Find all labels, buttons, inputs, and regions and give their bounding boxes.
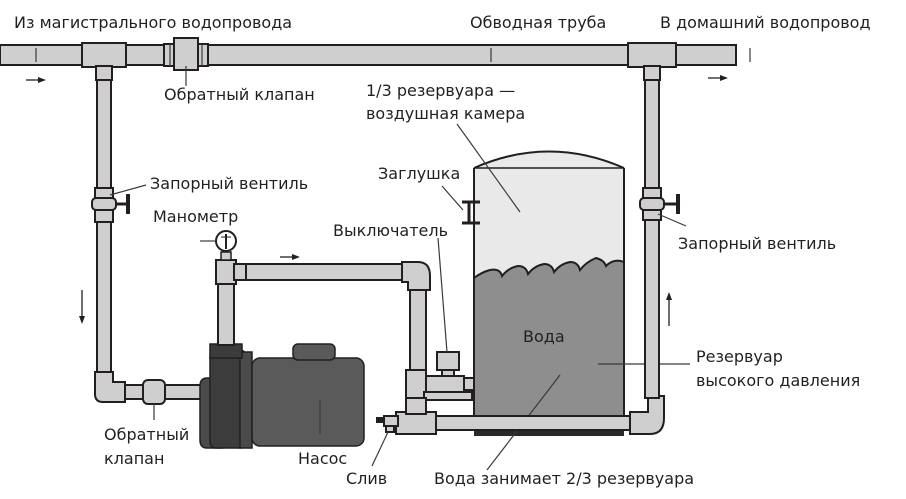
- shutoff-valve-right: [639, 187, 680, 221]
- label-air-chamber-1: 1/3 резервуара —: [366, 81, 515, 100]
- bypass-pipe: [207, 44, 629, 66]
- tank-plug: [462, 200, 480, 225]
- label-main-supply: Из магистрального водопровода: [14, 13, 292, 32]
- tee-fitting-right-stem: [643, 65, 661, 81]
- check-valve-bottom: [142, 379, 166, 405]
- label-pump: Насос: [298, 449, 347, 468]
- valve-handle-icon: [126, 194, 130, 214]
- label-tank-2: высокого давления: [696, 371, 860, 390]
- leader-air-chamber: [456, 123, 521, 213]
- tank-air-chamber: [474, 151, 624, 278]
- arrow-icon: [26, 77, 46, 83]
- leader-shutoff-right: [657, 213, 687, 227]
- arrow-icon: [280, 254, 300, 260]
- valve-handle-icon: [676, 194, 680, 214]
- label-tank-1: Резервуар: [696, 347, 783, 366]
- label-home-supply: В домашний водопровод: [660, 13, 871, 32]
- left-vertical-pipe: [96, 79, 112, 377]
- pressure-pipe: [245, 263, 405, 281]
- label-pressure-gauge: Манометр: [153, 207, 238, 226]
- drain-tee: [395, 411, 437, 435]
- water-surface: [473, 256, 625, 279]
- leader-shutoff-left: [109, 184, 147, 196]
- leader-switch: [437, 237, 448, 353]
- elbow-bottom-right: [629, 395, 665, 435]
- shutoff-valve-left: [91, 187, 130, 223]
- label-plug: Заглушка: [378, 164, 460, 183]
- pipe-segment: [124, 44, 166, 66]
- label-air-chamber-2: воздушная камера: [366, 104, 525, 123]
- tank-water: [474, 258, 624, 428]
- return-pipe: [435, 415, 631, 431]
- tee-fitting-right: [627, 42, 677, 68]
- label-shutoff-right: Запорный вентиль: [678, 234, 836, 253]
- pump-outlet-pipe: [217, 282, 235, 346]
- arrow-icon: [79, 290, 85, 324]
- main-inlet-pipe: [0, 44, 83, 66]
- tee-fitting-left: [81, 42, 127, 68]
- connector: [423, 391, 473, 401]
- label-check-valve-bottom-2: клапан: [104, 449, 164, 468]
- check-valve-top: [163, 37, 209, 71]
- right-vertical-pipe: [644, 79, 660, 399]
- pressure-gauge-icon: [215, 230, 237, 261]
- label-shutoff-left: Запорный вентиль: [150, 174, 308, 193]
- label-switch: Выключатель: [333, 221, 448, 240]
- leader-plug: [441, 185, 464, 211]
- tank-feed-pipe: [409, 289, 427, 371]
- pressure-switch: [436, 351, 460, 371]
- label-check-valve-top: Обратный клапан: [164, 85, 315, 104]
- elbow-right: [401, 261, 431, 291]
- tee-fitting-left-stem: [95, 65, 113, 81]
- drain-valve: [376, 415, 399, 433]
- label-drain: Слив: [346, 469, 387, 488]
- drain-tee-stem: [405, 397, 427, 415]
- label-check-valve-bottom-1: Обратный: [104, 425, 189, 444]
- gauge-tee-branch: [233, 263, 247, 281]
- tank-inlet: [463, 377, 475, 391]
- arrow-icon: [666, 292, 672, 326]
- switch-fitting: [423, 375, 465, 393]
- label-water-fill: Вода занимает 2/3 резервуара: [434, 469, 694, 488]
- pump: [199, 343, 365, 449]
- leader-drain: [371, 431, 389, 467]
- arrow-icon: [708, 75, 728, 81]
- pressure-tank: [473, 150, 625, 436]
- elbow-bottom-left: [94, 371, 126, 403]
- label-water: Вода: [523, 327, 565, 346]
- home-outlet-pipe: [675, 44, 737, 66]
- label-bypass-pipe: Обводная труба: [470, 13, 606, 32]
